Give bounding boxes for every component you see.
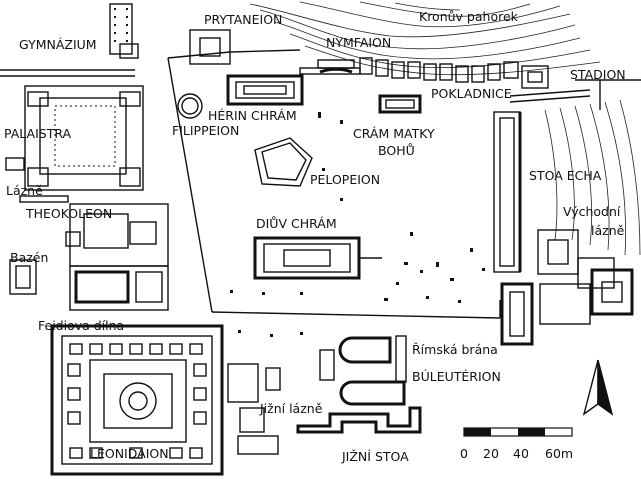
pokladnice-treasuries — [359, 57, 549, 89]
jizni-stoa-building — [296, 406, 422, 434]
monument-bases — [230, 112, 485, 337]
herin-chram-temple — [226, 74, 304, 106]
filippeion-building — [177, 93, 203, 119]
label-leonidaion: LEONIDAION — [90, 446, 169, 461]
scale-tick-20: 20 — [483, 446, 499, 461]
label-bazen: Bazén — [10, 250, 48, 265]
palaistra-building — [24, 85, 144, 191]
stoa-echa-building — [493, 111, 522, 273]
label-vychodni-line2: lázně — [591, 223, 625, 238]
nymfaion-building — [299, 59, 361, 75]
label-stadion: STADION — [570, 67, 626, 82]
hill-contours — [249, 1, 641, 256]
label-filippeion: FILIPPEION — [172, 123, 239, 138]
label-herin-chram: HÉRIN CHRÁM — [208, 108, 297, 123]
scale-bar: 0 20 40 60m — [460, 427, 573, 461]
label-jizni-stoa: JIŽNÍ STOA — [341, 449, 409, 464]
jizni-lazne-baths — [227, 363, 281, 455]
pelopeion-shrine — [254, 137, 313, 187]
label-cram-matky-line2: BOHŮ — [378, 143, 415, 158]
scale-tick-40: 40 — [513, 446, 529, 461]
vychodni-lazne-baths — [500, 229, 634, 346]
label-stoa-echa: STOA ECHA — [529, 168, 602, 183]
label-prytaneion: PRYTANEION — [204, 12, 282, 27]
label-nymfaion: NYMFAION — [326, 35, 391, 50]
label-buleuterion: BÚLEUTÉRION — [412, 369, 501, 384]
leonidaion-building — [50, 324, 224, 476]
label-rimska-brana: Římská brána — [412, 342, 498, 357]
gymnazium-building — [0, 3, 139, 77]
west-baths — [5, 157, 37, 295]
feidiova-dilna-building — [69, 265, 169, 311]
label-pokladnice: POKLADNICE — [431, 86, 512, 101]
label-theokoleon: THEOKOLEON — [25, 206, 112, 221]
label-kronuv-pahorek: Kronův pahorek — [419, 9, 519, 24]
label-palaistra: PALAISTRA — [4, 126, 72, 141]
north-arrow-icon — [582, 359, 614, 416]
label-vychodni-line1: Východní — [563, 204, 621, 219]
label-diuv-chram: DIŮV CHRÁM — [256, 216, 337, 231]
label-feidiova-dilna: Feidiova dílna — [38, 318, 124, 333]
map-labels: PRYTANEION Kronův pahorek GYMNÁZIUM NYMF… — [4, 9, 626, 464]
prytaneion-building — [189, 29, 231, 65]
label-lazne: Lázně — [6, 183, 43, 198]
buleuterion-building — [319, 335, 407, 406]
metroon-temple — [378, 94, 422, 114]
stadion-area — [509, 79, 641, 110]
label-cram-matky-line1: CRÁM MATKY — [353, 126, 435, 141]
label-pelopeion: PELOPEION — [310, 172, 380, 187]
scale-tick-60m: 60m — [545, 446, 573, 461]
label-gymnazium: GYMNÁZIUM — [19, 37, 97, 52]
diuv-chram-temple — [253, 236, 382, 280]
scale-tick-0: 0 — [460, 446, 468, 461]
label-jizni-lazne: Jižní lázně — [259, 401, 323, 416]
